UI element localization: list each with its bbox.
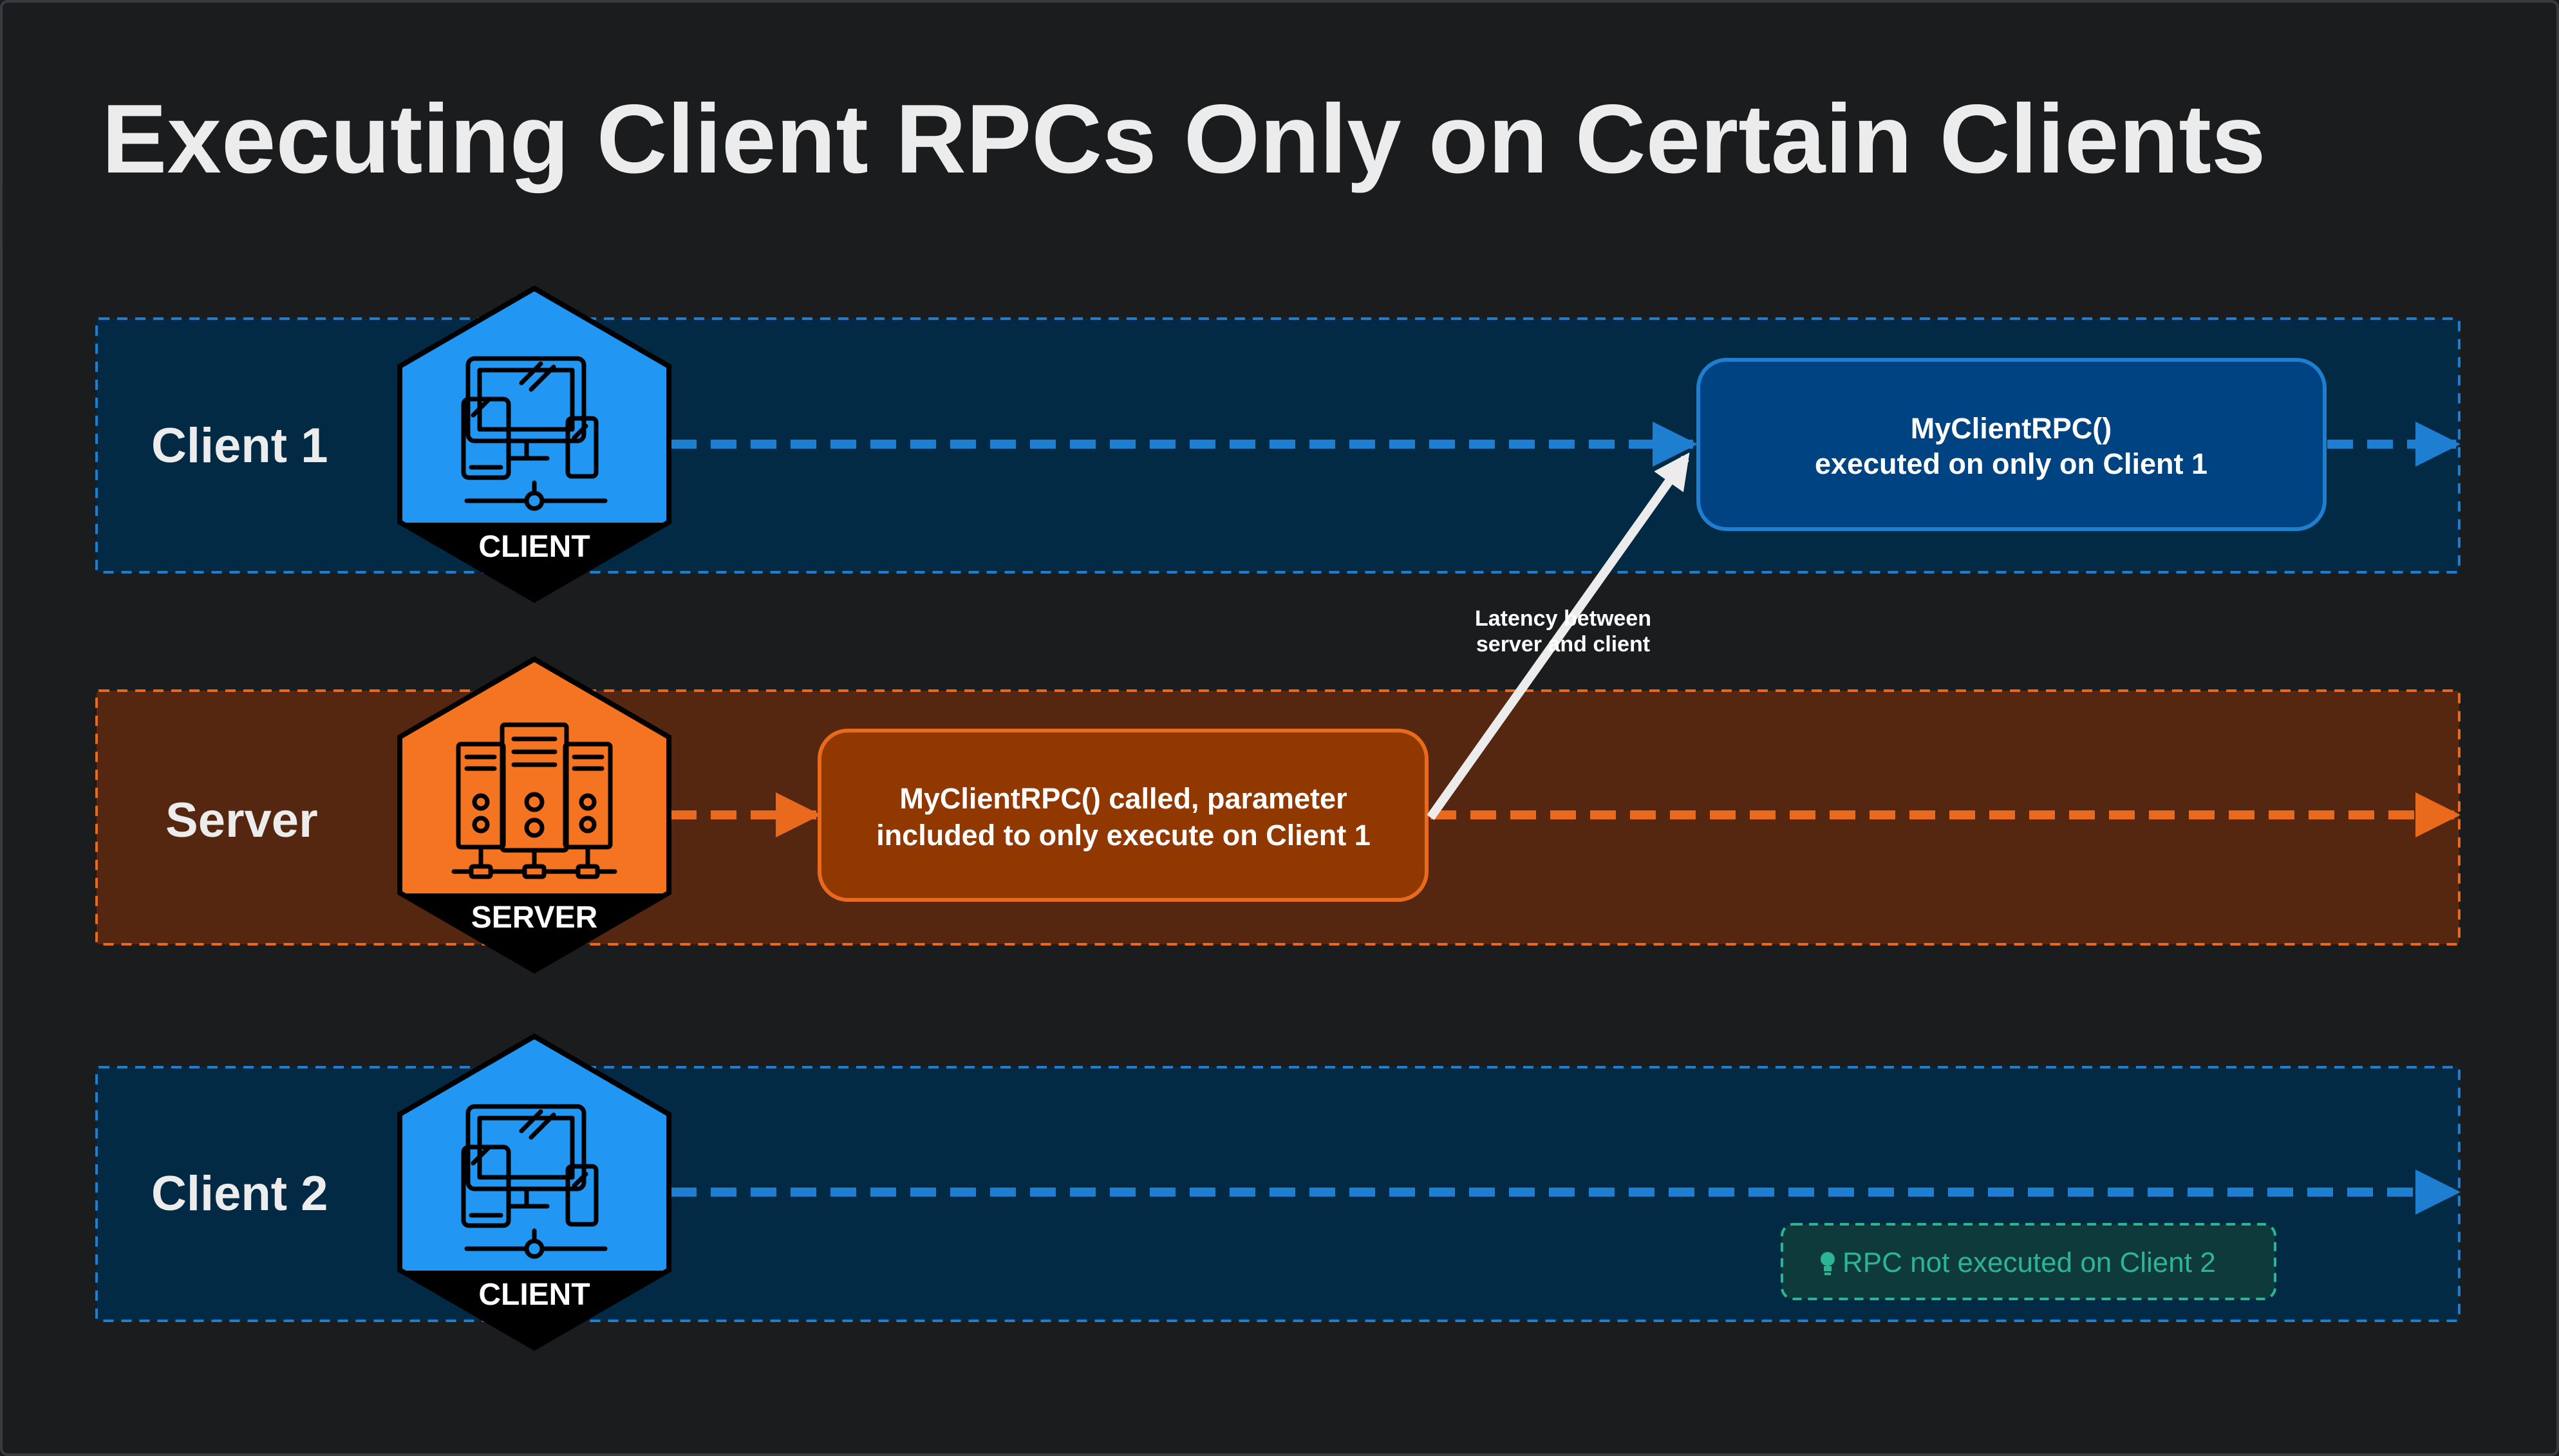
devices-icon [461,1104,608,1259]
client1-rpc-box: MyClientRPC() executed on only on Client… [1696,358,2327,531]
server-badge-label: SERVER [471,901,598,935]
devices-icon [461,356,608,511]
servers-icon [451,722,617,879]
client2-badge-label: CLIENT [478,1278,590,1312]
lane-label-client2: Client 2 [151,1166,328,1221]
lightbulb-icon [1821,1252,1835,1275]
server-rpc-box-line2: included to only execute on Client 1 [876,819,1371,852]
latency-note-line2: server and client [1476,632,1650,657]
client1-rpc-box-line2: executed on only on Client 1 [1815,447,2207,480]
client2-tip-text: RPC not executed on Client 2 [1842,1247,2216,1278]
client2-tip: RPC not executed on Client 2 [1781,1223,2276,1300]
page-title: Executing Client RPCs Only on Certain Cl… [102,84,2265,194]
lane-label-client1: Client 1 [151,418,328,473]
client1-badge-label: CLIENT [478,530,590,564]
lane-label-server: Server [165,793,318,848]
latency-arrow [1427,452,1690,821]
client1-rpc-box-line1: MyClientRPC() [1911,412,2112,445]
server-rpc-box: MyClientRPC() called, parameter included… [818,729,1429,902]
client1-badge: CLIENT [397,285,671,603]
latency-note-line1: Latency between [1475,606,1651,631]
server-rpc-box-line1: MyClientRPC() called, parameter [899,782,1347,815]
